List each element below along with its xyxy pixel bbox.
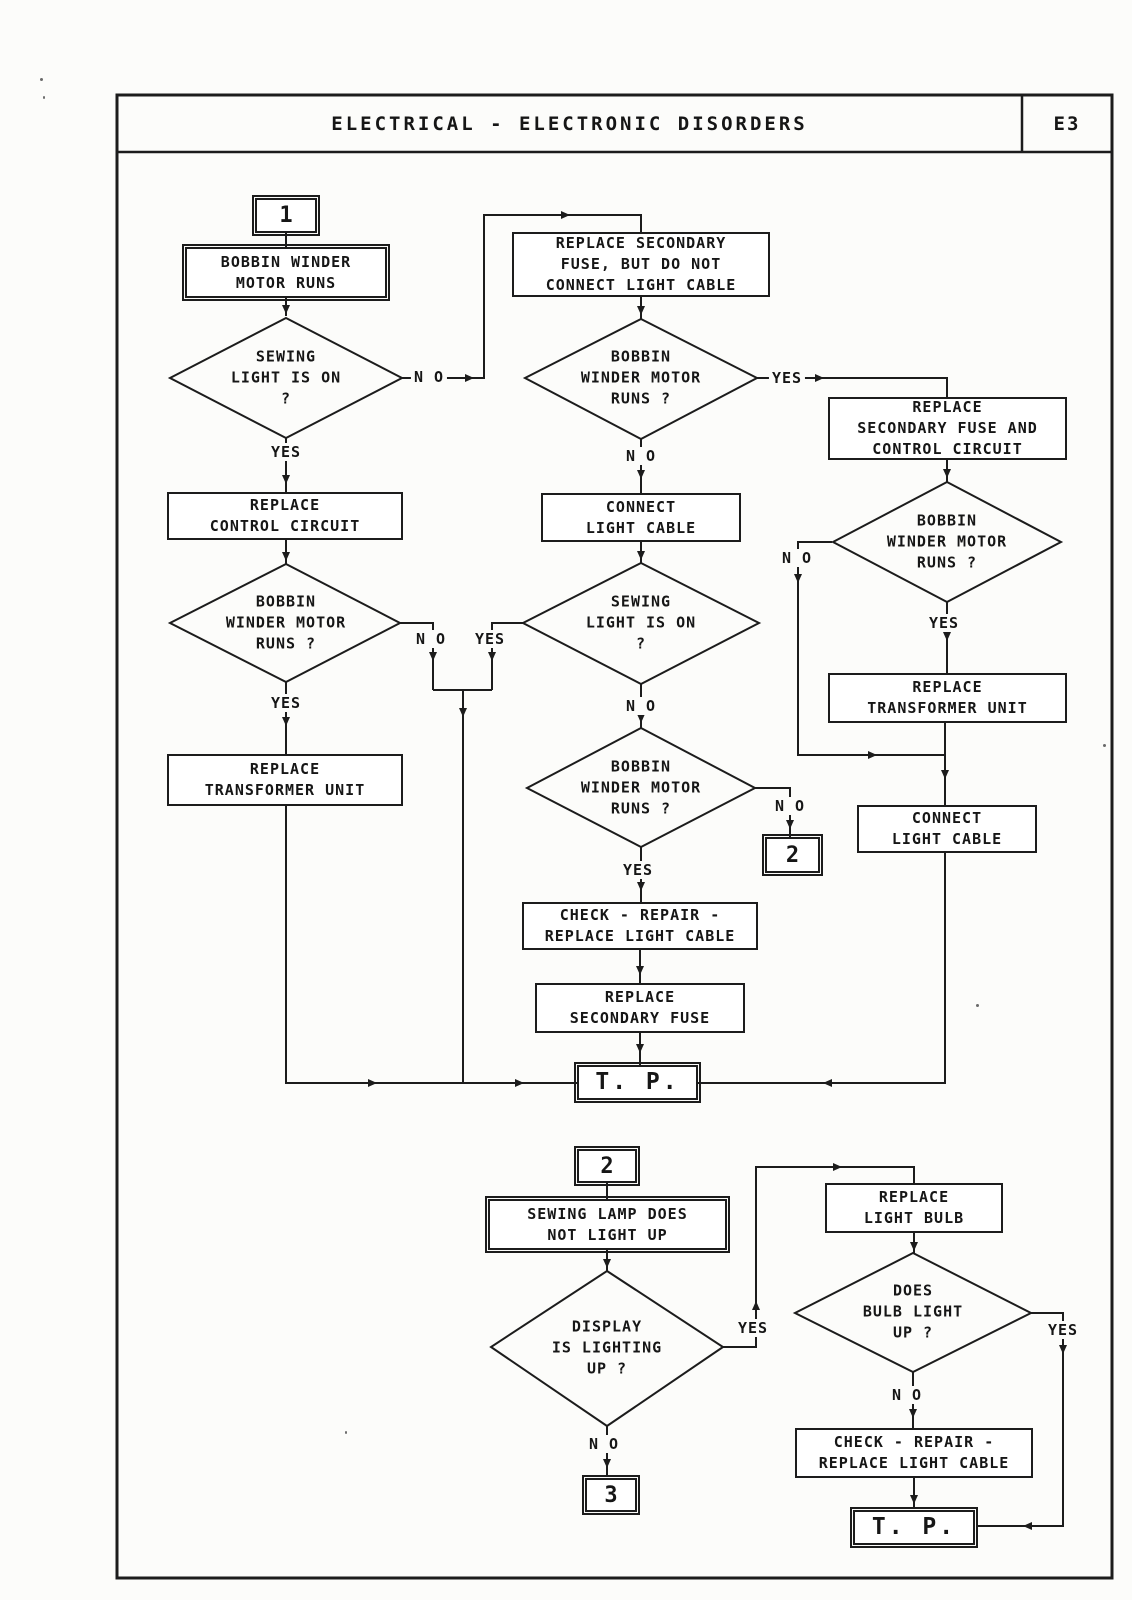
decision-sewing-light-on-1: SEWING LIGHT IS ON ? [230, 347, 342, 408]
connector-1: 1 [252, 195, 320, 236]
process-check-repair-replace-cable-2: CHECK - REPAIR - REPLACE LIGHT CABLE [795, 1428, 1033, 1478]
page-frame [115, 93, 1114, 1580]
scan-speck [40, 78, 43, 81]
start-sewing-lamp-not-light: SEWING LAMP DOES NOT LIGHT UP [485, 1196, 730, 1253]
decision-bobbin-winder-runs-right: BOBBIN WINDER MOTOR RUNS ? [886, 511, 1008, 572]
scan-speck [43, 96, 45, 99]
edge-label-no: N O [888, 1386, 926, 1404]
edge-label-no: N O [771, 797, 809, 815]
decision-display-lighting: DISPLAY IS LIGHTING UP ? [551, 1317, 663, 1378]
edge-label-yes: YES [768, 369, 806, 387]
edge-label-no: N O [622, 697, 660, 715]
edge-label-yes: YES [734, 1319, 772, 1337]
process-replace-secondary-fuse-no-cable: REPLACE SECONDARY FUSE, BUT DO NOT CONNE… [512, 232, 770, 297]
decision-bobbin-winder-runs-left: BOBBIN WINDER MOTOR RUNS ? [225, 592, 347, 653]
edge-label-no: N O [410, 368, 448, 386]
edge-label-no: N O [622, 447, 660, 465]
decision-sewing-light-on-2: SEWING LIGHT IS ON ? [585, 592, 697, 653]
scan-speck [345, 1431, 347, 1434]
process-replace-control-circuit: REPLACE CONTROL CIRCUIT [167, 492, 403, 540]
decision-does-bulb-light: DOES BULB LIGHT UP ? [862, 1281, 964, 1342]
scan-speck [1103, 744, 1106, 747]
edge-label-yes: YES [1044, 1321, 1082, 1339]
process-replace-secondary-fuse: REPLACE SECONDARY FUSE [535, 983, 745, 1033]
edge-label-yes: YES [267, 694, 305, 712]
edge-label-yes: YES [471, 630, 509, 648]
arrowheads [282, 211, 1067, 1530]
process-check-repair-replace-cable-1: CHECK - REPAIR - REPLACE LIGHT CABLE [522, 902, 758, 950]
decision-diamond-shapes [167, 316, 1064, 1428]
edge-label-yes: YES [267, 443, 305, 461]
process-replace-transformer-unit-right: REPLACE TRANSFORMER UNIT [828, 673, 1067, 723]
decision-bobbin-winder-runs-mid2: BOBBIN WINDER MOTOR RUNS ? [580, 757, 702, 818]
process-replace-light-bulb: REPLACE LIGHT BULB [825, 1183, 1003, 1233]
scan-speck [976, 1004, 979, 1007]
decision-bobbin-winder-runs-mid: BOBBIN WINDER MOTOR RUNS ? [580, 347, 702, 408]
connector-2-in: 2 [574, 1146, 640, 1186]
connector-2-out: 2 [762, 834, 823, 876]
edge-label-no: N O [778, 549, 816, 567]
process-replace-fuse-and-control: REPLACE SECONDARY FUSE AND CONTROL CIRCU… [828, 397, 1067, 460]
process-replace-transformer-unit-left: REPLACE TRANSFORMER UNIT [167, 754, 403, 806]
start-bobbin-winder-motor-runs: BOBBIN WINDER MOTOR RUNS [182, 244, 390, 301]
process-connect-light-cable-right: CONNECT LIGHT CABLE [857, 805, 1037, 853]
edge-label-no: N O [412, 630, 450, 648]
connector-3: 3 [582, 1475, 640, 1515]
edge-label-yes: YES [925, 614, 963, 632]
edge-label-no: N O [585, 1435, 623, 1453]
edge-label-yes: YES [619, 861, 657, 879]
process-connect-light-cable-mid: CONNECT LIGHT CABLE [541, 493, 741, 542]
page-code: E3 [1053, 112, 1081, 135]
terminal-tp-1: T. P. [574, 1062, 701, 1103]
page-title: ELECTRICAL - ELECTRONIC DISORDERS [331, 112, 808, 135]
terminal-tp-2: T. P. [850, 1507, 978, 1548]
